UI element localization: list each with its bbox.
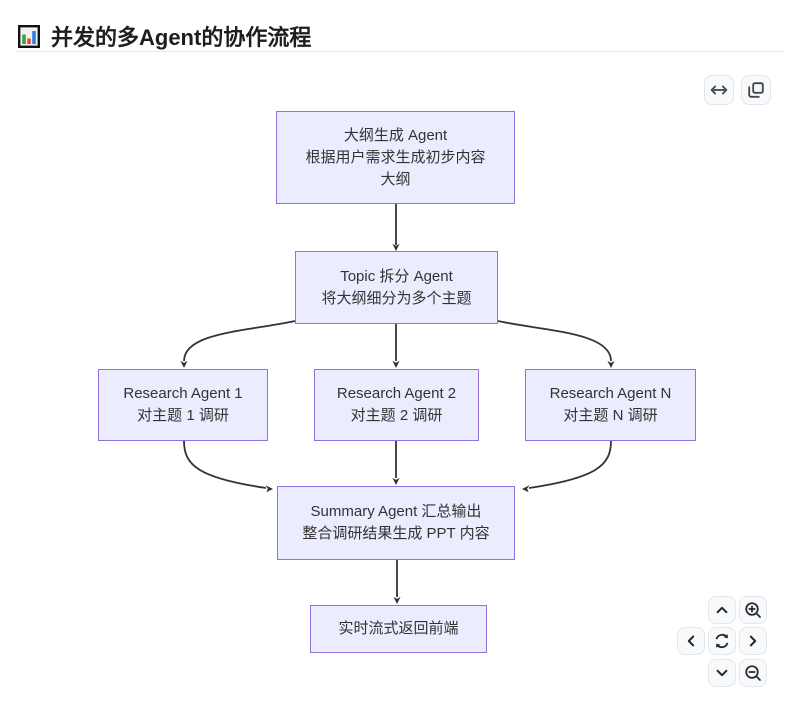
node-text: Research Agent 1 — [123, 385, 243, 402]
node-text: 实时流式返回前端 — [338, 620, 459, 637]
header: 并发的多Agent的协作流程 — [0, 0, 800, 52]
chevron-left-icon — [687, 635, 695, 647]
node-text: 大纲生成 Agent — [343, 126, 448, 144]
node-text: 对主题 1 调研 — [137, 407, 229, 424]
zoom-out-icon — [745, 665, 761, 681]
chevron-up-icon — [716, 606, 728, 614]
node-text: 整合调研结果生成 PPT 内容 — [302, 525, 490, 542]
bar-chart-icon — [18, 24, 40, 48]
node-text: 对主题 N 调研 — [563, 407, 658, 424]
node-text: Research Agent N — [549, 385, 672, 402]
pan-left-button[interactable] — [677, 627, 705, 655]
node-text: 根据用户需求生成初步内容 — [305, 148, 486, 166]
pan-right-button[interactable] — [739, 627, 767, 655]
flowchart: 大纲生成 Agent 根据用户需求生成初步内容 大纲 Topic 拆分 Agen… — [0, 52, 800, 705]
arrows-horizontal-icon — [710, 85, 728, 95]
node-outline[interactable]: 大纲生成 Agent 根据用户需求生成初步内容 大纲 — [276, 111, 515, 204]
node-research-1[interactable]: Research Agent 1 对主题 1 调研 — [98, 369, 268, 441]
zoom-in-button[interactable] — [739, 596, 767, 624]
page-title: 并发的多Agent的协作流程 — [51, 25, 312, 50]
node-text: Topic 拆分 Agent — [340, 267, 453, 285]
pan-down-button[interactable] — [708, 659, 736, 687]
chevron-right-icon — [749, 635, 757, 647]
node-stream[interactable]: 实时流式返回前端 — [310, 605, 487, 653]
chevron-down-icon — [716, 669, 728, 677]
node-research-2[interactable]: Research Agent 2 对主题 2 调研 — [314, 369, 479, 441]
header-divider — [15, 51, 785, 52]
node-text: Summary Agent 汇总输出 — [310, 503, 482, 520]
zoom-out-button[interactable] — [739, 659, 767, 687]
node-topic[interactable]: Topic 拆分 Agent 将大纲细分为多个主题 — [295, 251, 498, 324]
copy-button[interactable] — [741, 75, 771, 105]
pan-up-button[interactable] — [708, 596, 736, 624]
expand-width-button[interactable] — [704, 75, 734, 105]
copy-icon — [748, 82, 764, 98]
node-text: Research Agent 2 — [336, 385, 457, 402]
reset-view-button[interactable] — [708, 627, 736, 655]
zoom-in-icon — [745, 602, 761, 618]
node-text: 大纲 — [380, 170, 411, 188]
node-text: 对主题 2 调研 — [350, 407, 443, 424]
node-research-n[interactable]: Research Agent N 对主题 N 调研 — [525, 369, 696, 441]
node-text: 将大纲细分为多个主题 — [321, 289, 472, 307]
node-summary[interactable]: Summary Agent 汇总输出 整合调研结果生成 PPT 内容 — [277, 486, 515, 560]
reset-icon — [715, 633, 729, 649]
